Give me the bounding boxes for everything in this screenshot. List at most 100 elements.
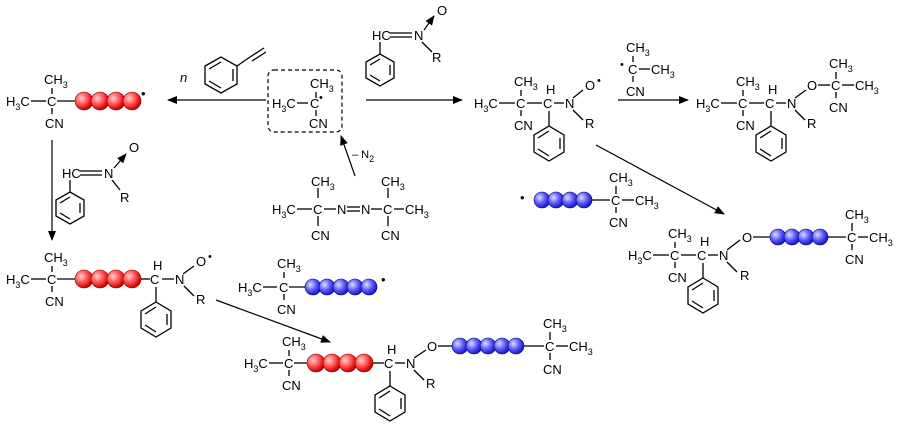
- styrene-molecule: n: [180, 47, 267, 94]
- svg-text:C: C: [847, 230, 856, 245]
- svg-text:H: H: [387, 342, 396, 357]
- svg-text:H3C: H3C: [6, 272, 30, 290]
- svg-text:C: C: [279, 280, 288, 295]
- svg-text:CN: CN: [626, 84, 645, 99]
- svg-text:R: R: [426, 376, 435, 391]
- svg-text:N: N: [361, 202, 370, 217]
- svg-text:CH3: CH3: [855, 78, 879, 96]
- svg-text:O: O: [437, 3, 447, 18]
- svg-text:CH3: CH3: [543, 316, 567, 334]
- svg-text:C: C: [384, 356, 393, 371]
- blue-capped-product: CH3 H3C C CN C H N O C CH3 CH3 CN R: [628, 207, 893, 314]
- svg-text:CN: CN: [736, 118, 755, 133]
- svg-text:H3C: H3C: [238, 280, 262, 298]
- svg-text:CH3: CH3: [405, 202, 429, 220]
- svg-text:CH3: CH3: [381, 174, 405, 192]
- svg-text:CH3: CH3: [569, 339, 593, 357]
- svg-text:C: C: [765, 96, 774, 111]
- svg-text:CN: CN: [845, 252, 864, 267]
- svg-text:H3C: H3C: [244, 356, 268, 374]
- svg-text:CH3: CH3: [651, 62, 675, 80]
- coupling-arrow-bottom: [215, 299, 331, 343]
- svg-text:N: N: [104, 166, 113, 181]
- svg-text:R: R: [740, 268, 749, 283]
- repeat-n-label: n: [180, 70, 187, 85]
- nitrone-top: HC N O R: [365, 3, 447, 87]
- svg-text:HC: HC: [62, 166, 81, 181]
- blue-chain-beads: [533, 191, 593, 209]
- svg-text:O: O: [742, 230, 752, 245]
- svg-text:C: C: [611, 193, 620, 208]
- blue-chain-beads: [304, 278, 378, 296]
- svg-text:R: R: [585, 116, 594, 131]
- svg-text:R: R: [807, 116, 816, 131]
- svg-text:N: N: [337, 202, 346, 217]
- svg-text:C: C: [697, 248, 706, 263]
- svg-text:•: •: [520, 190, 525, 205]
- initiator-nitroxide: CH3 H3C C CN C H N O • R: [474, 74, 601, 162]
- svg-text:C: C: [47, 94, 56, 109]
- red-chain-beads: [74, 269, 142, 289]
- blue-chain-beads: [769, 228, 829, 246]
- svg-text:R: R: [120, 190, 129, 205]
- svg-text:O: O: [129, 140, 139, 155]
- svg-text:CH3: CH3: [609, 170, 633, 188]
- svg-text:CN: CN: [543, 362, 562, 377]
- aibn-molecule: H3C C CH3 CN N N C CH3 CN CH3: [272, 174, 429, 243]
- svg-text:C: C: [543, 96, 552, 111]
- svg-text:H3C: H3C: [272, 202, 296, 220]
- svg-text:O: O: [196, 254, 206, 269]
- svg-text:CN: CN: [381, 228, 400, 243]
- svg-text:H: H: [768, 82, 777, 97]
- svg-text:H: H: [700, 234, 709, 249]
- svg-text:HC: HC: [372, 28, 391, 43]
- svg-text:N: N: [719, 248, 728, 263]
- svg-text:CH3: CH3: [44, 72, 68, 90]
- svg-text:CH3: CH3: [277, 256, 301, 274]
- red-chain-beads: [74, 91, 142, 111]
- svg-text:CN: CN: [668, 270, 687, 285]
- svg-text:C: C: [628, 62, 637, 77]
- svg-text:H3C: H3C: [628, 248, 652, 266]
- svg-text:CH3: CH3: [282, 334, 306, 352]
- svg-text:C: C: [670, 248, 679, 263]
- svg-text:N: N: [787, 96, 796, 111]
- svg-text:C: C: [47, 272, 56, 287]
- svg-text:H3C: H3C: [696, 96, 720, 114]
- svg-text:•: •: [620, 59, 624, 71]
- svg-text:C: C: [383, 202, 392, 217]
- red-macroradical: CH3 H3C C CN •: [6, 72, 146, 131]
- svg-text:•: •: [208, 251, 212, 263]
- svg-text:•: •: [597, 75, 601, 87]
- svg-text:C: C: [313, 202, 322, 217]
- svg-text:CH3: CH3: [829, 56, 853, 74]
- svg-text:CN: CN: [45, 116, 64, 131]
- svg-text:CH3: CH3: [626, 40, 650, 58]
- svg-text:CH3: CH3: [869, 230, 893, 248]
- svg-text:CH3: CH3: [668, 226, 692, 244]
- svg-text:CH3: CH3: [44, 250, 68, 268]
- svg-text:R: R: [196, 292, 205, 307]
- svg-text:H3C: H3C: [474, 96, 498, 114]
- blue-macroradical-right: • C CH3 CH3 CN: [520, 170, 659, 230]
- svg-text:CN: CN: [282, 378, 301, 393]
- svg-text:R: R: [432, 50, 441, 65]
- red-chain-beads: [306, 353, 374, 373]
- svg-text:CN: CN: [514, 118, 533, 133]
- svg-text:O: O: [585, 78, 595, 93]
- blue-macroradical-short: CH3 H3C C CN •: [238, 256, 386, 317]
- coupling-arrow-right: [595, 144, 725, 215]
- nitrogen-loss-label: – N2: [352, 149, 374, 164]
- svg-text:H3C: H3C: [272, 96, 296, 114]
- svg-text:O: O: [807, 78, 817, 93]
- svg-text:CN: CN: [277, 302, 296, 317]
- alkoxyamine-product: CH3 H3C C CN C H N O C CH3 CH3 CN R: [696, 56, 879, 162]
- svg-text:C: C: [545, 339, 554, 354]
- svg-text:H: H: [153, 258, 162, 273]
- blue-chain-beads: [451, 337, 525, 355]
- svg-text:CN: CN: [829, 100, 848, 115]
- nitrone-left: HC N O R: [55, 140, 139, 225]
- svg-text:CN: CN: [311, 228, 330, 243]
- initiator-radical-box: [267, 69, 343, 133]
